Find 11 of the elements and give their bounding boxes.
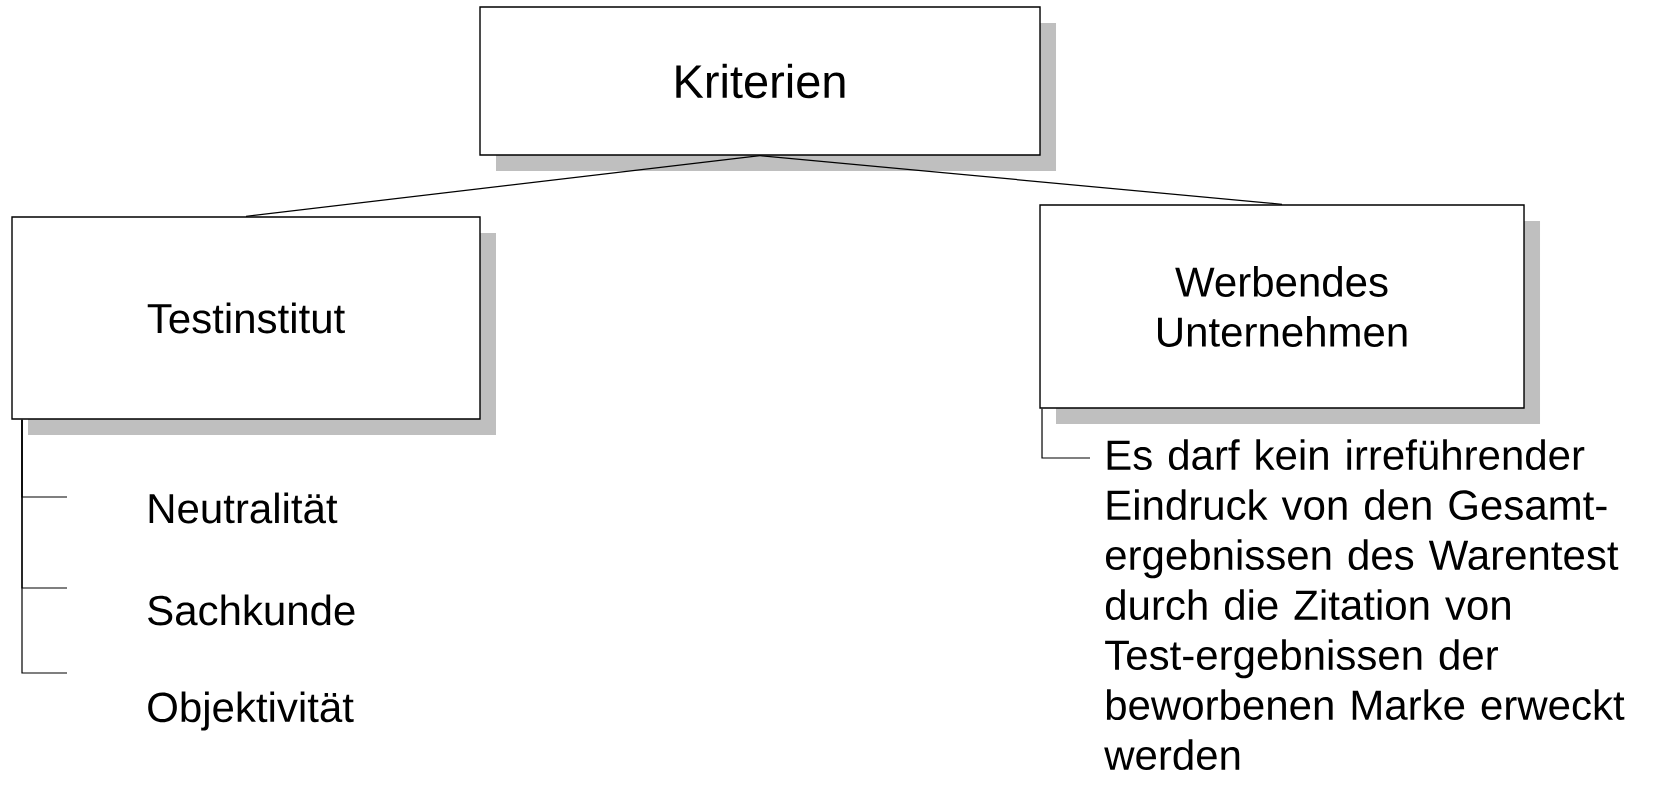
- box: Kriterien: [479, 6, 1056, 171]
- connector-line: [759, 155, 1283, 205]
- connector-line: [245, 155, 761, 217]
- box: Werbendes Unternehmen: [1039, 204, 1540, 424]
- note-text: Es darf kein irreführender Eindruck von den Gesamt-ergebnissen des Warentest durch die Zitation von Test-ergebnissen der beworbenen Marke erweckt werden: [1104, 439, 1625, 771]
- leader-line: [21, 419, 68, 674]
- list-item: Sachkunde: [148, 594, 355, 626]
- box: Testinstitut: [11, 216, 496, 435]
- list-item: Neutralität: [149, 492, 338, 524]
- leader-line: [1041, 408, 1091, 459]
- list-item: Objektivität: [148, 691, 354, 731]
